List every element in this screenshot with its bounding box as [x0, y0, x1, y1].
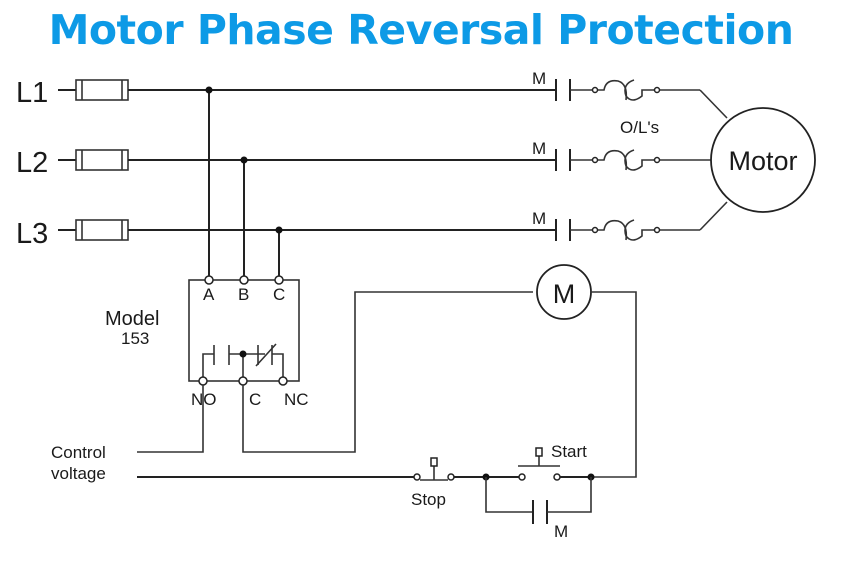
terminal-c — [274, 275, 284, 285]
contact-label-l1: M — [532, 69, 546, 88]
fuse-l2 — [58, 149, 129, 171]
terminal-nc — [278, 376, 288, 386]
wire-common-to-coil — [242, 291, 533, 453]
overload-l3 — [591, 219, 700, 241]
overloads-label: O/L's — [620, 118, 659, 137]
fuse-l1 — [58, 79, 129, 101]
holding-contact — [485, 477, 592, 524]
terminal-common — [238, 376, 248, 386]
model-label: Model — [105, 308, 159, 330]
junction-dot — [205, 86, 213, 94]
junction-dot — [275, 226, 283, 234]
control-label-line-2: voltage — [51, 464, 106, 483]
coil-label: M — [553, 279, 576, 309]
terminal-b — [239, 275, 249, 285]
terminal-label-c: C — [273, 285, 285, 304]
contact-label-l3: M — [532, 209, 546, 228]
wire-control-to-no — [137, 385, 204, 453]
terminal-label-nc: NC — [284, 390, 309, 409]
contact-label-l2: M — [532, 139, 546, 158]
start-button[interactable] — [518, 447, 561, 481]
terminal-label-a: A — [203, 285, 215, 304]
fuse-l3 — [58, 219, 129, 241]
motor-lead-1 — [699, 89, 728, 119]
wire-coil-return — [591, 291, 637, 478]
terminal-label-b: B — [238, 285, 249, 304]
line-label-l2: L2 — [16, 147, 48, 179]
motor-lead-3 — [699, 201, 728, 231]
main-contact-l2 — [555, 149, 592, 171]
junction-dot — [240, 156, 248, 164]
model-number: 153 — [121, 329, 149, 348]
line-label-l3: L3 — [16, 218, 48, 250]
start-label: Start — [551, 442, 587, 461]
relay-internal-contacts — [202, 343, 284, 381]
line-label-l1: L1 — [16, 77, 48, 109]
control-label-line-1: Control — [51, 443, 106, 462]
terminal-label-common: C — [249, 390, 261, 409]
terminal-a — [204, 275, 214, 285]
overload-l1 — [591, 79, 700, 101]
stop-label: Stop — [411, 490, 446, 509]
overload-l2 — [591, 149, 661, 171]
stop-button[interactable] — [413, 457, 455, 481]
main-contact-l1 — [555, 79, 592, 101]
main-contact-l3 — [555, 219, 592, 241]
motor-label: Motor — [728, 146, 797, 176]
holding-contact-label: M — [554, 522, 568, 541]
terminal-no — [198, 376, 208, 386]
motor-symbol — [710, 107, 816, 213]
diagram-title: Motor Phase Reversal Protection — [48, 6, 794, 54]
